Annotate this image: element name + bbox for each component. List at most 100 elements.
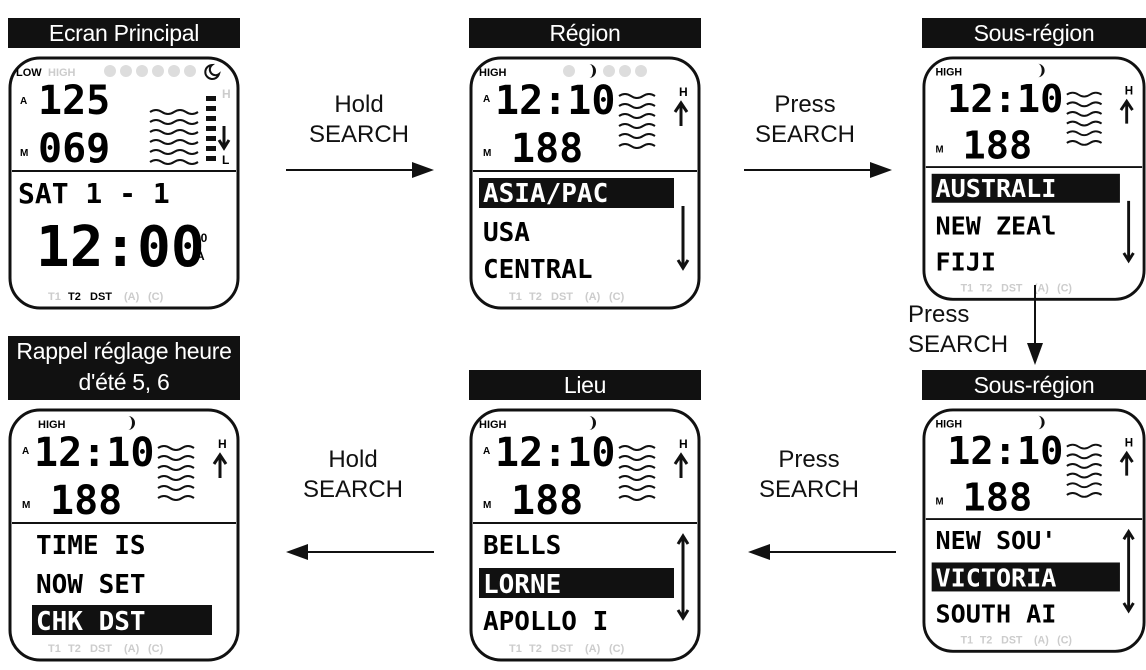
svg-text:12:10: 12:10 (947, 429, 1063, 474)
arrow-right-icon (286, 162, 434, 178)
svg-text:A: A (483, 94, 490, 105)
panel-title: Ecran Principal (8, 18, 240, 48)
watch-screen: HIGH 12:10 M 188 H NEW SOU' VICTORIA SOU… (922, 408, 1146, 653)
svg-text:188: 188 (511, 126, 583, 172)
arrow-left-icon (748, 544, 896, 560)
svg-text:188: 188 (963, 475, 1033, 520)
svg-text:12:10: 12:10 (495, 78, 615, 124)
svg-text:H: H (1125, 86, 1133, 98)
svg-text:BELLS: BELLS (483, 531, 561, 561)
svg-text:TIME IS: TIME IS (36, 531, 146, 561)
svg-text:APOLLO I: APOLLO I (483, 607, 608, 637)
svg-text:T2: T2 (529, 291, 542, 303)
svg-text:DST: DST (90, 291, 112, 303)
watch-screen: HIGH A 12:10 M 188 H ASIA/PAC USA CENTRA… (469, 56, 701, 310)
svg-text:L: L (222, 153, 229, 167)
svg-text:DST: DST (551, 643, 573, 655)
svg-text:(A): (A) (124, 643, 140, 655)
panel-lieu: Lieu HIGH A 12:10 M 188 H BELLS LORNE AP… (469, 370, 701, 670)
arrow-right-icon (744, 162, 892, 178)
tide-waves-icon (618, 93, 656, 149)
list-item-selected: ASIA/PAC (483, 179, 608, 209)
panel-title: Sous-région (922, 18, 1146, 48)
svg-text:(A): (A) (1034, 283, 1049, 295)
watch-screen: HIGH 12:10 M 188 H AUSTRALI NEW ZEAl FIJ… (922, 56, 1146, 301)
watch-screen: HIGH A 12:10 M 188 H BELLS LORNE APOLLO … (469, 408, 701, 662)
panel-region: Région HIGH A 12:10 M 188 H ASIA/PAC USA… (469, 18, 701, 318)
svg-text:A: A (20, 96, 27, 107)
svg-text:188: 188 (963, 123, 1033, 168)
moon-icon (589, 64, 596, 78)
moon-icon (128, 416, 135, 430)
svg-text:T1: T1 (509, 291, 522, 303)
tide-waves-icon (149, 109, 199, 165)
panel-title: Région (469, 18, 701, 48)
svg-text:12:10: 12:10 (495, 430, 615, 476)
svg-text:DST: DST (1001, 635, 1023, 647)
arrow-up-icon (1119, 98, 1134, 124)
svg-text:HIGH: HIGH (479, 419, 507, 431)
row1-value: 125 (38, 78, 110, 124)
svg-text:M: M (936, 497, 944, 508)
tide-waves-icon (618, 445, 656, 501)
watch-screen: LOW HIGH A 125 M 069 H L SAT 1 - 1 12:00… (8, 56, 240, 310)
svg-text:HIGH: HIGH (936, 418, 963, 430)
high-label: HIGH (48, 67, 76, 79)
list-item: USA (483, 218, 530, 248)
svg-text:HIGH: HIGH (38, 419, 66, 431)
svg-text:T2: T2 (68, 291, 81, 303)
panel-ecran-principal: Ecran Principal LOW HIGH A 125 M 069 H L… (8, 18, 240, 318)
svg-text:(A): (A) (585, 291, 601, 303)
svg-text:NEW SOU': NEW SOU' (936, 526, 1057, 555)
svg-text:(C): (C) (609, 643, 625, 655)
svg-text:T1: T1 (509, 643, 522, 655)
svg-text:A: A (196, 249, 205, 263)
watch-display: HIGH 12:10 M 188 H AUSTRALI NEW ZEAl FIJ… (922, 56, 1146, 310)
svg-text:(C): (C) (609, 291, 625, 303)
moon-phases-icon (563, 65, 647, 77)
selected-row-highlight (32, 605, 212, 635)
svg-text:HIGH: HIGH (936, 66, 963, 78)
arrow-down-icon (1027, 285, 1043, 365)
svg-text:CHK DST: CHK DST (36, 607, 146, 637)
tide-level-bar (206, 96, 216, 161)
tide-waves-icon (157, 445, 195, 501)
svg-text:AUSTRALI: AUSTRALI (936, 174, 1057, 203)
arrow-up-icon (673, 100, 689, 126)
scroll-down-icon (1122, 200, 1135, 264)
svg-text:H: H (218, 437, 227, 451)
arrow-left-icon (286, 544, 434, 560)
svg-text:188: 188 (511, 478, 583, 524)
svg-text:DST: DST (90, 643, 112, 655)
svg-text:00: 00 (194, 231, 208, 245)
svg-text:H: H (679, 85, 688, 99)
moon-phases-icon (104, 65, 196, 77)
date-line: SAT 1 - 1 (18, 177, 170, 210)
svg-text:VICTORIA: VICTORIA (936, 564, 1057, 593)
svg-text:LORNE: LORNE (483, 570, 561, 600)
arrow-up-icon (673, 452, 689, 478)
row2-value: 069 (38, 126, 110, 172)
svg-text:DST: DST (551, 291, 573, 303)
panel-sous-region-1: Sous-région HIGH 12:10 M 188 H AUSTRALI … (922, 18, 1146, 318)
tide-waves-icon (1066, 91, 1103, 146)
svg-text:12:10: 12:10 (947, 77, 1063, 122)
svg-text:H: H (1125, 438, 1133, 450)
svg-text:(C): (C) (1057, 283, 1072, 295)
svg-text:NEW ZEAl: NEW ZEAl (936, 212, 1057, 241)
arrow-up-icon (212, 452, 228, 478)
svg-text:(C): (C) (148, 291, 164, 303)
selected-row-highlight (479, 178, 674, 208)
svg-text:M: M (22, 500, 30, 511)
svg-text:(C): (C) (148, 643, 164, 655)
panel-sous-region-2: Sous-région HIGH 12:10 M 188 H NEW SOU' … (922, 370, 1146, 670)
watch-display: HIGH A 12:10 M 188 H ASIA/PAC USA CENTRA… (469, 56, 701, 310)
watch-display: HIGH A 12:10 M 188 H TIME IS NOW SET CHK… (8, 408, 240, 662)
svg-text:T1: T1 (48, 291, 61, 303)
svg-text:(C): (C) (1057, 635, 1072, 647)
